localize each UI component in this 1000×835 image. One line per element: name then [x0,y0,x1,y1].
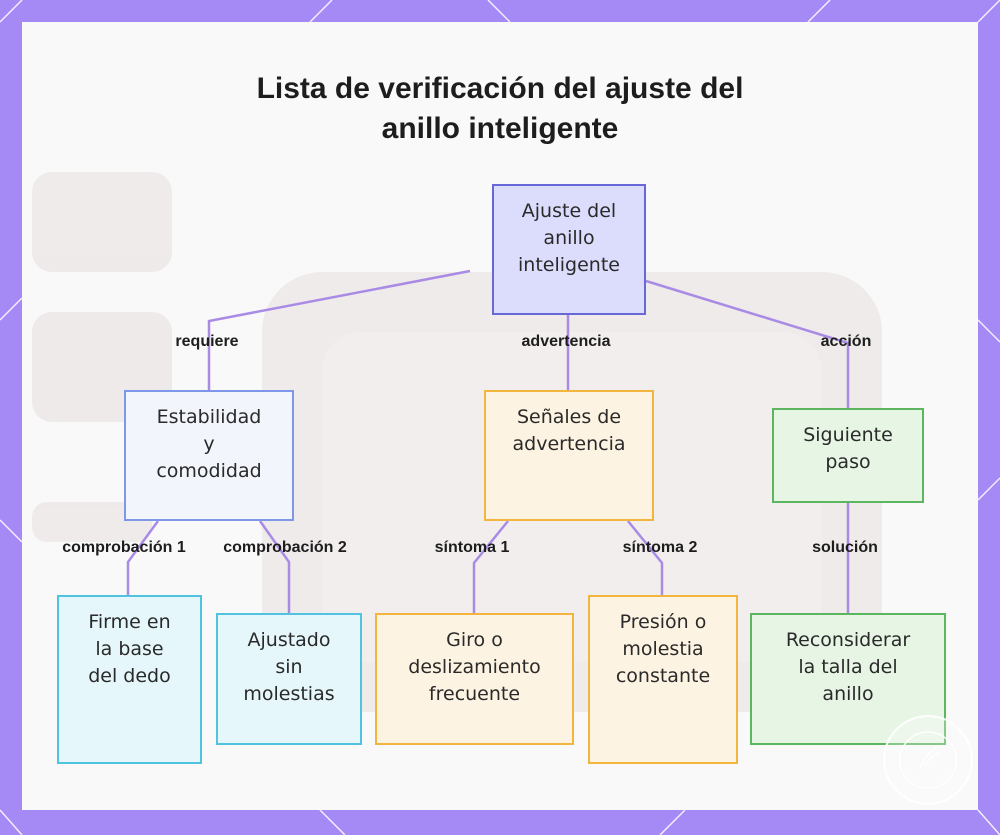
node-text: deslizamiento [408,656,541,678]
title-line-1: Lista de verificación del ajuste del [256,72,744,105]
edge-label-comprobacion-2: comprobación 2 [223,539,347,556]
node-ajuste-anillo: Ajuste del anillo inteligente [492,184,646,315]
watermark-badge-icon [883,715,973,805]
page-title: Lista de verificación del ajuste del ani… [22,69,978,149]
connector-requiere [207,269,471,390]
edge-label-sintoma-2: síntoma 2 [622,539,698,556]
node-siguiente-paso: Siguiente paso [772,408,924,503]
node-text: Ajustado [247,629,331,651]
edge-label-comprobacion-1: comprobación 1 [62,539,186,556]
node-estabilidad-comodidad: Estabilidad y comodidad [124,390,294,521]
node-text: Estabilidad [156,406,262,428]
node-text: Presión o [619,611,707,633]
connector-accion [645,279,850,408]
diagram-card: Lista de verificación del ajuste del ani… [22,22,978,810]
node-text: advertencia [512,433,626,455]
title-line-2: anillo inteligente [381,112,619,145]
node-text: inteligente [518,254,620,276]
node-presion-molestia: Presión o molestia constante [588,595,738,764]
connector-sintoma2 [627,520,664,595]
node-text: y [203,433,215,455]
node-text: molestias [243,683,335,705]
connector-comprobacion1 [126,520,160,595]
node-text: Señales de [516,406,622,428]
node-text: sin [275,656,303,678]
connector-comprobacion2 [258,520,291,613]
node-text: Giro o [446,629,503,651]
node-text: molestia [622,638,704,660]
node-text: la talla del [798,656,898,678]
node-text: paso [825,451,871,473]
edge-label-accion: acción [820,333,872,350]
node-text: Ajuste del [521,200,617,222]
node-text: Siguiente [803,424,893,446]
node-text: comodidad [156,460,262,482]
node-text: constante [615,665,711,687]
node-text: Firme en [88,611,171,633]
node-firme-base: Firme en la base del dedo [57,595,202,764]
node-ajustado-sin-molestias: Ajustado sin molestias [216,613,362,745]
node-text: anillo [822,683,874,705]
node-text: la base [95,638,164,660]
node-text: frecuente [428,683,521,705]
edge-label-requiere: requiere [175,333,239,350]
node-text: del dedo [88,665,171,687]
node-senales-advertencia: Señales de advertencia [484,390,654,521]
connector-lines [126,269,850,613]
node-text: Reconsiderar [785,629,911,651]
node-giro-deslizamiento: Giro o deslizamiento frecuente [375,613,574,745]
connector-sintoma1 [472,520,509,613]
edge-label-advertencia: advertencia [521,333,611,350]
edge-label-sintoma-1: síntoma 1 [434,539,510,556]
node-text: anillo [543,227,595,249]
edge-label-solucion: solución [812,539,878,556]
